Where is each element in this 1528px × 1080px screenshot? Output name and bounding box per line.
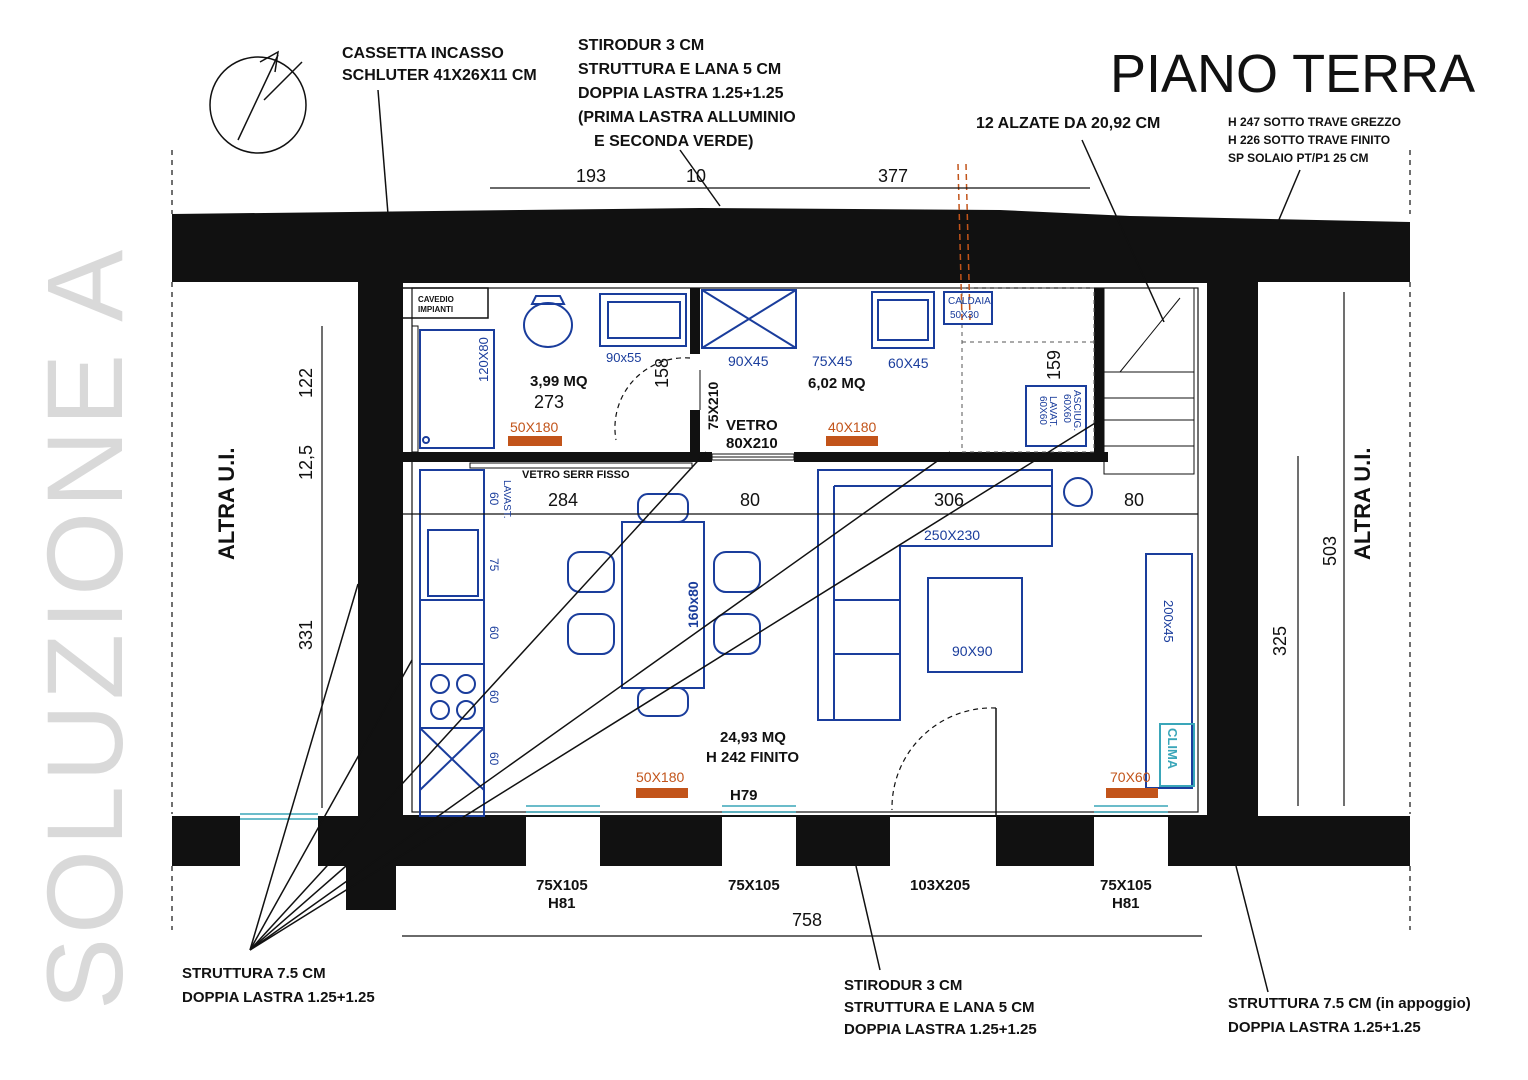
label-altra-ui-right: ALTRA U.I. xyxy=(1350,448,1375,560)
dimension-lines xyxy=(171,150,1411,937)
window-1-size: 75X105 xyxy=(536,877,588,894)
vetro-size: 80X210 xyxy=(726,435,778,452)
window-2-size: 75X105 xyxy=(728,877,780,894)
note-stirodur-top: STIRODUR 3 CM STRUTTURA E LANA 5 CM DOPP… xyxy=(578,37,796,150)
clima-label: CLIMA xyxy=(1165,728,1180,770)
dim-159: 159 xyxy=(1044,350,1064,380)
tv-size: 200x45 xyxy=(1161,600,1176,643)
radiators xyxy=(508,436,1158,798)
note-struttura-right: STRUTTURA 7.5 CM (in appoggio) DOPPIA LA… xyxy=(1228,995,1471,1036)
caldaia-size: 50X30 xyxy=(950,310,979,321)
sofa-size: 250X230 xyxy=(924,527,980,543)
dim-331: 331 xyxy=(296,620,316,650)
svg-text:STRUTTURA 7.5 CM (in appoggio): STRUTTURA 7.5 CM (in appoggio) xyxy=(1228,995,1471,1012)
radiator-label-3: 50X180 xyxy=(636,769,684,785)
note-cassetta: CASSETTA INCASSO SCHLUTER 41X26X11 CM xyxy=(342,45,537,84)
dim-273: 273 xyxy=(534,392,564,412)
dim-80-b: 80 xyxy=(1124,490,1144,510)
page-title: PIANO TERRA xyxy=(1110,44,1475,104)
dim-10: 10 xyxy=(686,166,706,186)
window-4-size: 75X105 xyxy=(1100,877,1152,894)
svg-text:STIRODUR 3 CM: STIRODUR 3 CM xyxy=(578,37,704,54)
note-heights: H 247 SOTTO TRAVE GREZZO H 226 SOTTO TRA… xyxy=(1228,115,1401,165)
h79-label: H79 xyxy=(730,787,758,804)
dim-306: 306 xyxy=(934,490,964,510)
shower-size: 120X80 xyxy=(476,337,491,382)
svg-text:STRUTTURA E LANA 5 CM: STRUTTURA E LANA 5 CM xyxy=(578,61,781,78)
dim-325: 325 xyxy=(1270,626,1290,656)
table-size: 160x80 xyxy=(685,581,701,628)
window-glazing xyxy=(240,805,1168,820)
table-small-size: 90X90 xyxy=(952,643,993,659)
cavedio-label-2: IMPIANTI xyxy=(418,305,453,314)
note-stirodur-bottom: STIRODUR 3 CM STRUTTURA E LANA 5 CM DOPP… xyxy=(844,977,1037,1038)
asciug-label: ASCIUG. xyxy=(1071,390,1082,431)
svg-text:STRUTTURA 7.5 CM: STRUTTURA 7.5 CM xyxy=(182,965,326,982)
window-3-size: 103X205 xyxy=(910,877,970,894)
kitchen-dim-3: 60 xyxy=(487,626,501,640)
kitchen-lavast: LAVAST. xyxy=(501,480,512,519)
svg-text:CASSETTA INCASSO: CASSETTA INCASSO xyxy=(342,45,504,62)
leader-lines xyxy=(249,89,1301,993)
label-altra-ui-left: ALTRA U.I. xyxy=(214,448,239,560)
walls xyxy=(172,208,1410,910)
dim-80-a: 80 xyxy=(740,490,760,510)
sink2-size: 60X45 xyxy=(888,355,929,371)
dim-503: 503 xyxy=(1320,536,1340,566)
kitchen-dim-1: 60 xyxy=(487,492,501,506)
svg-text:(PRIMA LASTRA ALLUMINIO: (PRIMA LASTRA ALLUMINIO xyxy=(578,109,796,126)
radiator-label-1: 50X180 xyxy=(510,419,558,435)
dim-158: 158 xyxy=(652,358,672,388)
living-area: 24,93 MQ xyxy=(720,729,786,746)
window-1-sill: H81 xyxy=(548,895,576,912)
svg-text:DOPPIA LASTRA 1.25+1.25: DOPPIA LASTRA 1.25+1.25 xyxy=(844,1021,1037,1038)
radiator-label-2: 40X180 xyxy=(828,419,876,435)
dim-377: 377 xyxy=(878,166,908,186)
dim-12-5: 12,5 xyxy=(296,445,316,480)
svg-text:DOPPIA LASTRA 1.25+1.25: DOPPIA LASTRA 1.25+1.25 xyxy=(1228,1019,1421,1036)
svg-text:DOPPIA LASTRA 1.25+1.25: DOPPIA LASTRA 1.25+1.25 xyxy=(578,85,784,102)
svg-text:H 247 SOTTO TRAVE GREZZO: H 247 SOTTO TRAVE GREZZO xyxy=(1228,115,1401,129)
svg-text:E SECONDA VERDE): E SECONDA VERDE) xyxy=(594,133,753,150)
note-alzate: 12 ALZATE DA 20,92 CM xyxy=(976,115,1160,132)
kitchen-dim-4: 60 xyxy=(487,690,501,704)
bath-area: 6,02 MQ xyxy=(808,375,866,392)
note-struttura-left: STRUTTURA 7.5 CM DOPPIA LASTRA 1.25+1.25 xyxy=(182,965,375,1006)
living-height: H 242 FINITO xyxy=(706,749,799,766)
svg-text:SP SOLAIO PT/P1 25 CM: SP SOLAIO PT/P1 25 CM xyxy=(1228,151,1368,165)
dim-193: 193 xyxy=(576,166,606,186)
kitchen-dim-2: 75 xyxy=(487,558,501,572)
vetro-fisso-label: VETRO SERR FISSO xyxy=(522,469,630,481)
side-label: SOLUZIONE A xyxy=(24,246,145,1010)
dim-284: 284 xyxy=(548,490,578,510)
window-4-sill: H81 xyxy=(1112,895,1140,912)
shower2-size: 90X45 xyxy=(728,353,769,369)
asciug-size: 60X60 xyxy=(1061,394,1072,423)
door-75-label: 75X210 xyxy=(705,382,721,430)
svg-text:DOPPIA LASTRA 1.25+1.25: DOPPIA LASTRA 1.25+1.25 xyxy=(182,989,375,1006)
lavat-label: LAVAT. xyxy=(1047,396,1058,427)
wc-area: 3,99 MQ xyxy=(530,373,588,390)
kitchen-dim-5: 60 xyxy=(487,752,501,766)
north-arrow-icon xyxy=(209,50,307,154)
sink-wc-size: 90x55 xyxy=(606,350,641,365)
svg-text:SCHLUTER 41X26X11 CM: SCHLUTER 41X26X11 CM xyxy=(342,67,537,84)
dim-758: 758 xyxy=(792,910,822,930)
cavedio-label: CAVEDIO xyxy=(418,295,454,304)
dim-122: 122 xyxy=(296,368,316,398)
mid-size: 75X45 xyxy=(812,353,853,369)
svg-text:STIRODUR 3 CM: STIRODUR 3 CM xyxy=(844,977,962,994)
svg-text:STRUTTURA E LANA 5 CM: STRUTTURA E LANA 5 CM xyxy=(844,999,1035,1016)
partitions xyxy=(401,163,1195,816)
svg-text:H 226 SOTTO TRAVE FINITO: H 226 SOTTO TRAVE FINITO xyxy=(1228,133,1390,147)
radiator-label-4: 70X60 xyxy=(1110,769,1151,785)
caldaia-label: CALDAIA xyxy=(948,296,991,307)
furniture xyxy=(419,289,1195,817)
lavat-size: 60X60 xyxy=(1037,396,1048,425)
vetro-label: VETRO xyxy=(726,417,778,434)
